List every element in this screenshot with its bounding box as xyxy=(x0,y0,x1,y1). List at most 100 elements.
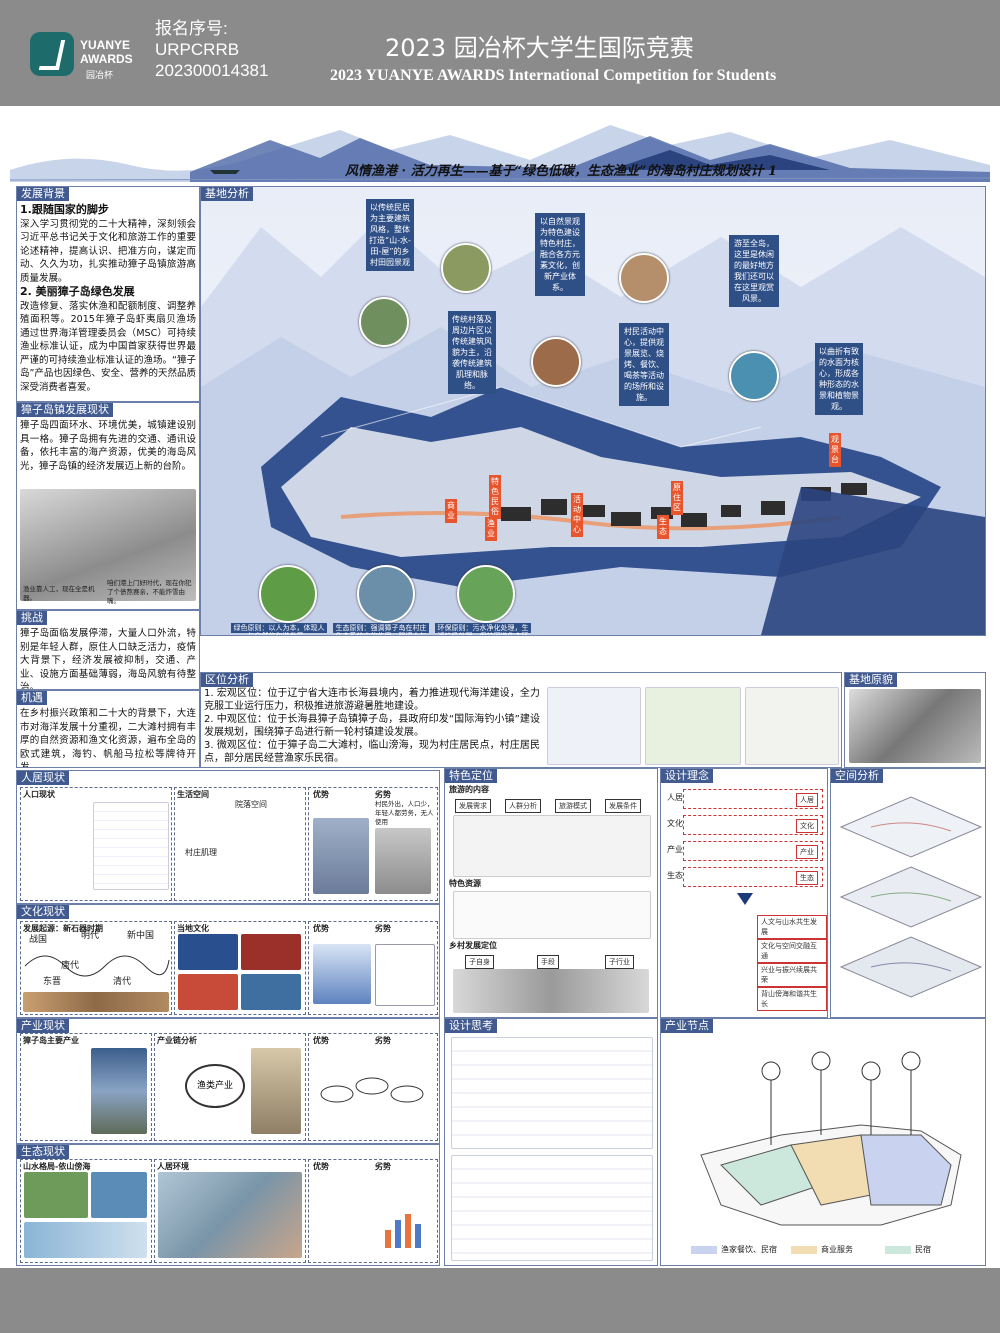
space-layers-diagram xyxy=(839,796,983,998)
location-meso: 2. 中观区位：位于长海县獐子岛镇獐子岛，县政府印发“国际海钓小镇”建设发展规划… xyxy=(204,714,540,738)
location-map-micro xyxy=(745,687,839,765)
site-photo-circle-3 xyxy=(531,337,581,387)
ecology-advantage: 优势 xyxy=(313,1162,329,1171)
section-positioning: 特色定位 旅游的内容 发展需求 人群分析 旅游模式 发展条件 特色资源 乡村发展… xyxy=(444,768,658,1018)
pos-node-self: 子自身 xyxy=(465,955,494,969)
legend-label-2: 商业服务 xyxy=(821,1245,853,1254)
section-location: 区位分析 1. 宏观区位：位于辽宁省大连市长海县境内，着力推进现代海洋建设，全力… xyxy=(200,672,842,768)
location-micro: 3. 微观区位：位于獐子岛二大滩村，临山滂海，现为村庄居民点，村庄居民点，部分居… xyxy=(204,740,540,764)
town-caption-2: 咱们港上门好时代，现在你犯了个债熬赛亲，不能炸雪由嘴。 xyxy=(107,579,192,605)
industry-chain-center: 渔类产业 xyxy=(185,1064,245,1108)
town-aerial-photo xyxy=(20,489,196,601)
industry-chain: 产业链分析 xyxy=(157,1036,197,1045)
industry-chain-photos xyxy=(251,1048,301,1134)
site-callout-3: 以自然景观为特色建设特色村庄，融合各方元素文化，创新产业体系。 xyxy=(535,213,585,296)
section-concept: 设计理念 人居 文化 产业 生态 人居 文化 产业 生态 人文与山水共生发展 文… xyxy=(660,768,828,1018)
pos-item-condition: 发展条件 xyxy=(605,799,641,813)
tag-industry-now: 产业现状 xyxy=(17,1019,69,1033)
location-map-meso xyxy=(645,687,741,765)
pos-features-diagram xyxy=(453,891,651,939)
industry-photos xyxy=(91,1048,147,1134)
site-callout-2: 传统村落及周边片区以传统建筑风貌为主，沿袭传统建筑肌理和脉络。 xyxy=(448,311,496,394)
concept-result-4: 背山傍海和谐共生长 xyxy=(757,987,827,1011)
site-tag-activity: 活动中心 xyxy=(571,493,583,537)
res-living-space: 生活空间 xyxy=(177,790,209,799)
dyn-tang: 唐代 xyxy=(61,961,80,971)
res-population-table xyxy=(93,802,169,890)
res-disadvantage: 劣势 xyxy=(375,790,391,799)
site-illustration xyxy=(201,217,985,635)
pos-item-demand: 发展需求 xyxy=(455,799,491,813)
tag-challenge: 挑战 xyxy=(17,611,47,625)
ecology-disadvantage: 劣势 xyxy=(375,1162,391,1171)
industry-advantage: 优势 xyxy=(313,1036,329,1045)
section-opportunity: 机遇 在乡村振兴政策和二十大的背景下，大连市对海洋发展十分重视，二大滩村拥有丰厚… xyxy=(16,690,200,768)
culture-dis-diagram xyxy=(375,944,435,1006)
concept-result-3: 兴业与振兴续展共荣 xyxy=(757,963,827,987)
pos-village-photos xyxy=(453,969,649,1013)
ink-mountain-banner xyxy=(10,125,990,182)
concept-row-1: 人居 xyxy=(667,793,683,802)
culture-disadvantage: 劣势 xyxy=(375,924,391,933)
res-population-title: 人口现状 xyxy=(23,790,55,799)
logo-text-awards: AWARDS xyxy=(80,52,133,66)
principle-note-eco: 生态原则：强调獐子岛在村庄生态系统中的作用，强调人与自然共生。 xyxy=(333,623,429,635)
section-base-view: 基地原貌 xyxy=(844,672,986,768)
challenge-text: 獐子岛面临发展停滞，大量人口外流，特别是年轻人群，原住人口缺乏活力，疫情大背景下… xyxy=(20,628,196,690)
site-callout-1: 以传统民居为主要建筑风格，整体打造“山-水-田-屋”的乡村田园景观 xyxy=(366,199,414,271)
pos-tour-content: 旅游的内容 xyxy=(449,785,489,794)
legend-swatch-1 xyxy=(691,1245,717,1254)
section-challenge: 挑战 獐子岛面临发展停滞，大量人口外流，特别是年轻人群，原住人口缺乏活力，疫情大… xyxy=(16,610,200,690)
concept-box-4: 生态 xyxy=(683,867,823,887)
principle-note-env: 环保原则：污水净化处理，生活垃圾处理，保护河道生态环境。 xyxy=(435,623,531,635)
tag-ecology: 生态现状 xyxy=(17,1145,69,1159)
concept-row-3: 产业 xyxy=(667,845,683,854)
concept-box-1: 人居 xyxy=(683,789,823,809)
ecology-env-photos xyxy=(158,1172,302,1258)
culture-timeline-wave xyxy=(24,955,170,977)
section-space: 空间分析 xyxy=(830,768,986,1018)
culture-adv-art xyxy=(313,944,371,1004)
opportunity-text: 在乡村振兴政策和二十大的背景下，大连市对海洋发展十分重视，二大滩村拥有丰厚的自然… xyxy=(20,708,196,768)
header-bar: YUANYE AWARDS 园冶杯 报名序号: URPCRRB 20230001… xyxy=(0,0,1000,106)
footer-bar xyxy=(0,1268,1000,1333)
res-adv-photos xyxy=(313,818,369,894)
concept-pill-2: 文化 xyxy=(796,819,818,833)
site-tag-viewpoint: 观景台 xyxy=(829,433,841,467)
location-map-macro xyxy=(547,687,641,765)
concept-row-2: 文化 xyxy=(667,819,683,828)
section-industry-now: 产业现状 獐子岛主要产业 产业链分析 渔类产业 优势 劣势 xyxy=(16,1018,440,1144)
site-photo-circle-5 xyxy=(729,351,779,401)
site-tag-ecology: 生态 xyxy=(657,515,669,539)
poster-subtitle: 风情渔港 · 活力再生——基于“绿色低碳，生态渔业”的海岛村庄规划设计 1 xyxy=(345,164,778,179)
principle-note-green: 绿色原则：以人为本，体现人与自然的和谐发展。 xyxy=(231,623,327,635)
tag-culture: 文化现状 xyxy=(17,905,69,919)
nodes-map xyxy=(700,1051,962,1226)
ecology-bar-graphic xyxy=(385,1214,421,1248)
legend-label-3: 民宿 xyxy=(915,1245,931,1254)
concept-pill-3: 产业 xyxy=(796,845,818,859)
concept-pill-4: 生态 xyxy=(796,871,818,885)
nodes-legend-1: 渔家餐饮、民宿 xyxy=(691,1245,777,1254)
concept-box-3: 产业 xyxy=(683,841,823,861)
culture-history-photo xyxy=(23,992,169,1012)
pos-content-diagram xyxy=(453,815,651,877)
section-residential: 人居现状 人口现状 生活空间 院落空间 村庄肌理 优势 劣势 村民外出，人口少，… xyxy=(16,770,440,904)
dyn-warring: 战国 xyxy=(29,935,48,945)
res-courtyard-space: 院落空间 xyxy=(235,800,267,809)
industry-flow-diagram xyxy=(320,1077,424,1103)
ecology-landscape: 山水格局-依山傍海 xyxy=(23,1162,91,1171)
culture-origin: 发展起源：新石器时期 xyxy=(23,924,103,933)
ecology-map xyxy=(24,1172,88,1218)
concept-result-1: 人文与山水共生发展 xyxy=(757,915,827,939)
legend-swatch-3 xyxy=(885,1245,911,1254)
tag-site-analysis: 基地分析 xyxy=(201,187,253,201)
res-advantage: 优势 xyxy=(313,790,329,799)
bg-heading-1: 1.跟随国家的脚步 xyxy=(20,203,109,216)
pos-village-positioning: 乡村发展定位 xyxy=(449,941,497,950)
section-nodes: 产业节点 渔家餐饮、民宿 商业服务 民宿 xyxy=(660,1018,986,1266)
title-en: 2023 YUANYE AWARDS International Competi… xyxy=(330,67,777,84)
tag-concept: 设计理念 xyxy=(661,769,713,783)
logo-text-yuanye: YUANYE xyxy=(80,38,131,52)
section-ecology: 生态现状 山水格局-依山傍海 人居环境 优势 劣势 xyxy=(16,1144,440,1266)
